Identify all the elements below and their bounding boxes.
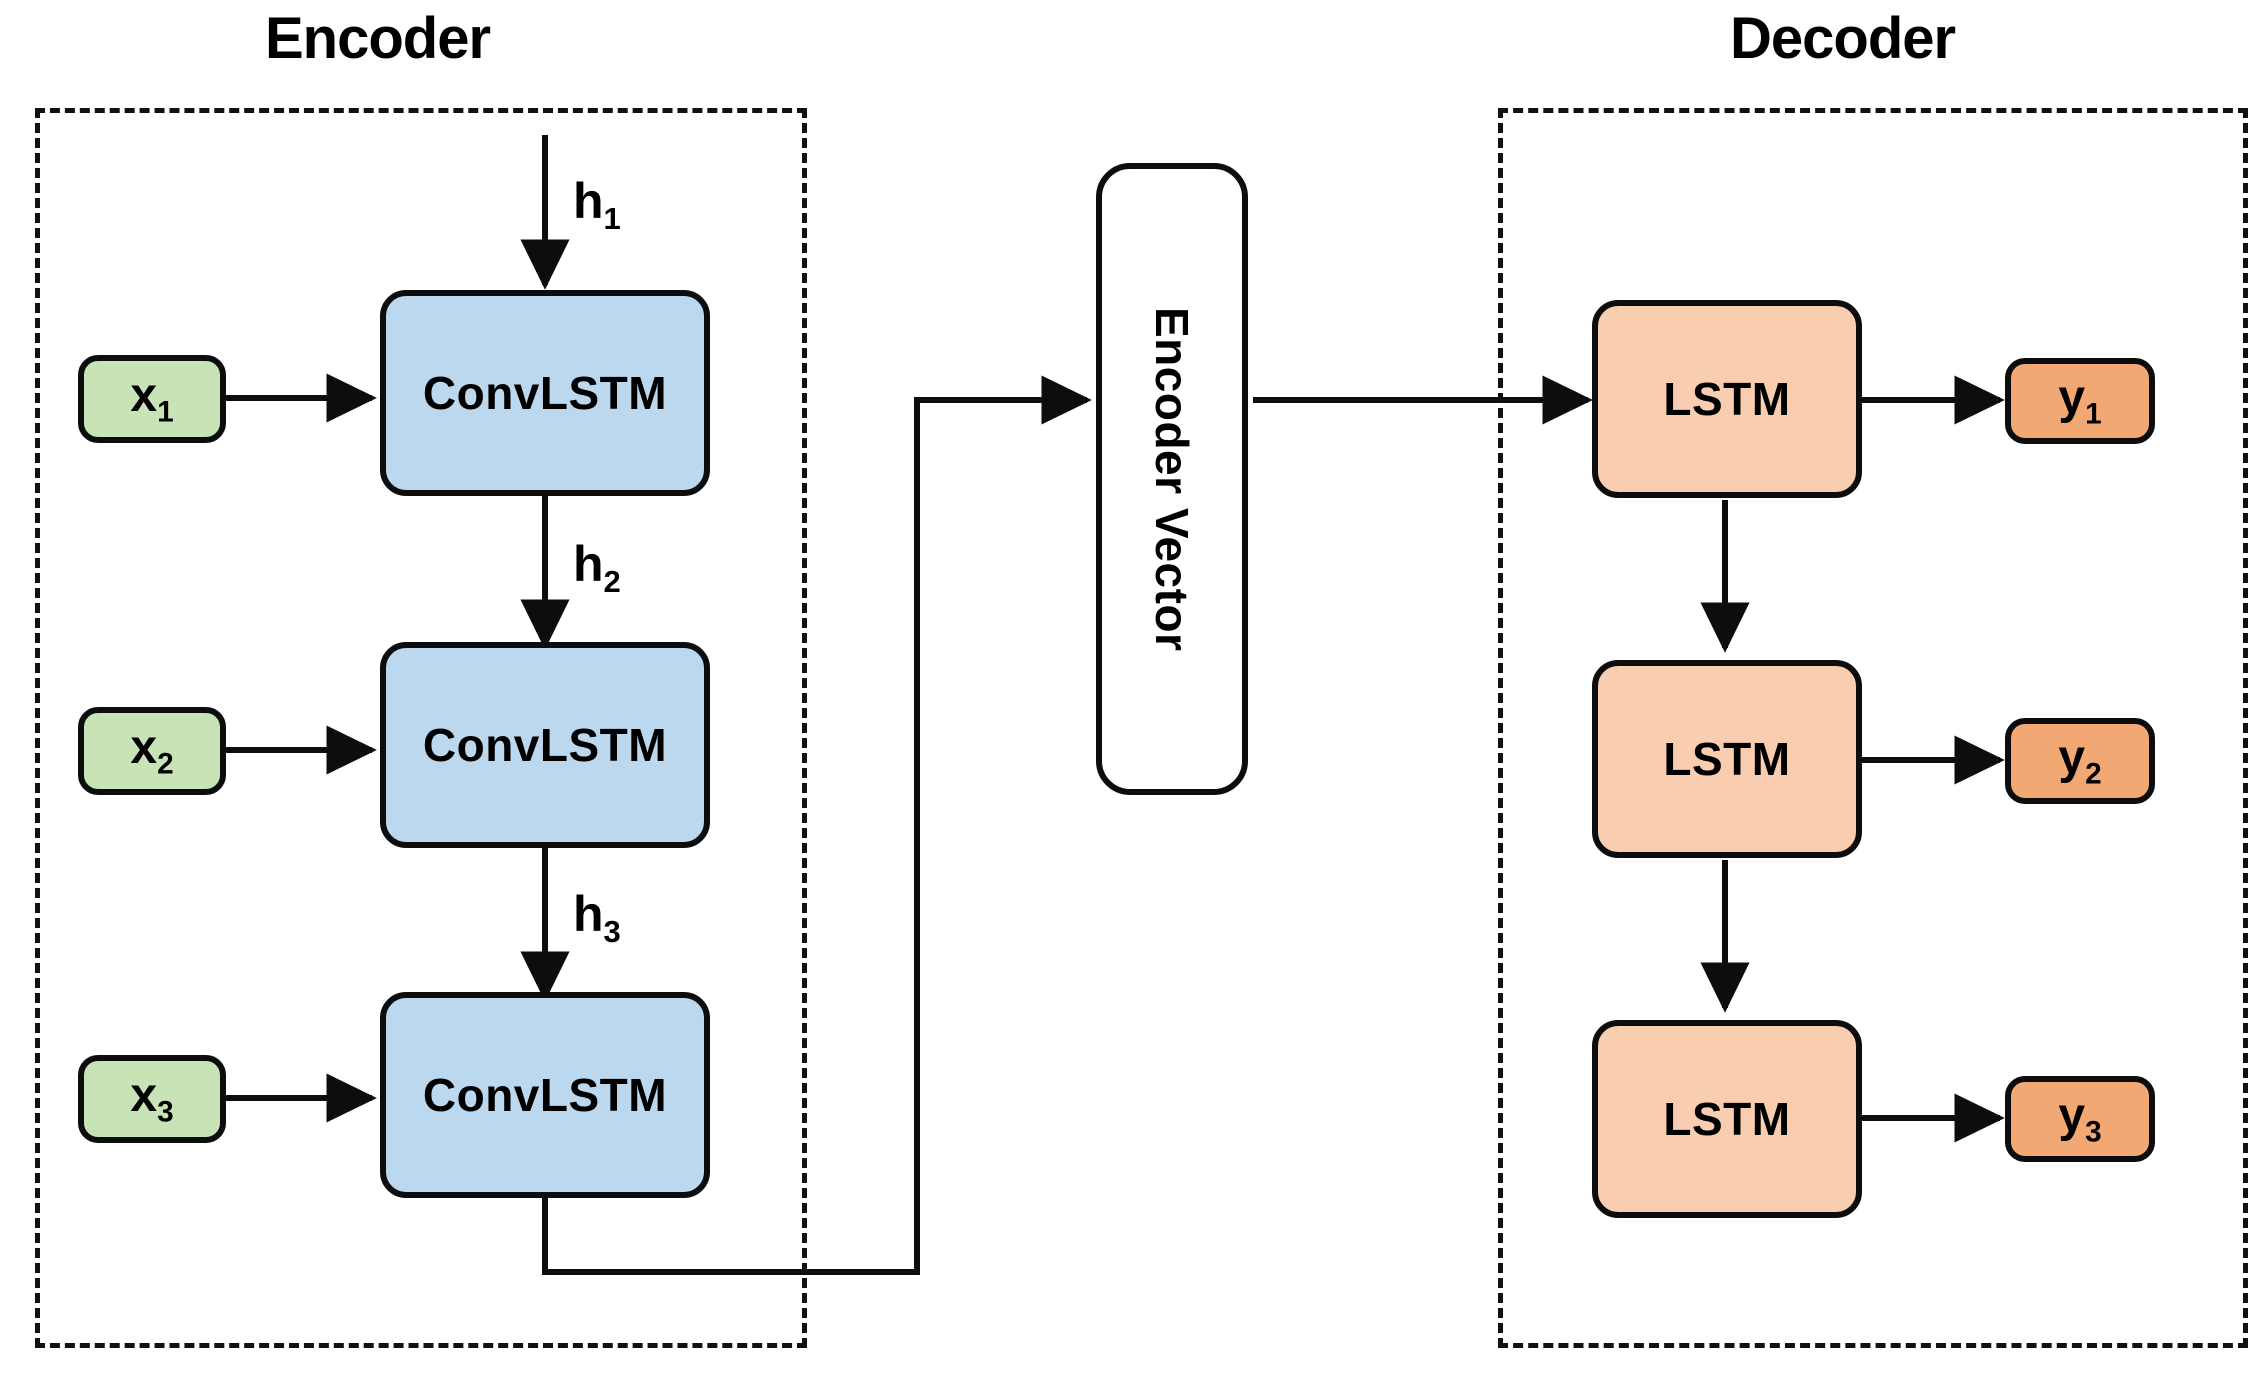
encoder-title: Encoder bbox=[265, 6, 491, 71]
input-box-x2[interactable]: x2 bbox=[78, 707, 226, 795]
input-box-x1[interactable]: x1 bbox=[78, 355, 226, 443]
encoder-cell-2[interactable]: ConvLSTM bbox=[380, 642, 710, 848]
hidden-state-label-h2: h2 bbox=[573, 536, 621, 599]
output-y1-label: y1 bbox=[2058, 371, 2102, 431]
output-y2-label: y2 bbox=[2058, 731, 2102, 791]
output-box-y2[interactable]: y2 bbox=[2005, 718, 2155, 804]
output-y3-label: y3 bbox=[2058, 1089, 2102, 1149]
hidden-state-label-h3: h3 bbox=[573, 886, 621, 949]
encoder-cell-3[interactable]: ConvLSTM bbox=[380, 992, 710, 1198]
encoder-cell-1[interactable]: ConvLSTM bbox=[380, 290, 710, 496]
encoder-vector-label: Encoder Vector bbox=[1146, 306, 1198, 652]
decoder-cell-2[interactable]: LSTM bbox=[1592, 660, 1862, 858]
encoder-group-box bbox=[35, 108, 807, 1348]
decoder-cell-3[interactable]: LSTM bbox=[1592, 1020, 1862, 1218]
hidden-state-label-h1: h1 bbox=[573, 173, 621, 236]
encoder-vector-box[interactable]: Encoder Vector bbox=[1096, 163, 1248, 795]
input-x3-label: x3 bbox=[130, 1069, 174, 1129]
input-x1-label: x1 bbox=[130, 369, 174, 429]
decoder-title: Decoder bbox=[1730, 6, 1956, 71]
output-box-y3[interactable]: y3 bbox=[2005, 1076, 2155, 1162]
output-box-y1[interactable]: y1 bbox=[2005, 358, 2155, 444]
input-box-x3[interactable]: x3 bbox=[78, 1055, 226, 1143]
decoder-group-box bbox=[1498, 108, 2248, 1348]
decoder-cell-1[interactable]: LSTM bbox=[1592, 300, 1862, 498]
input-x2-label: x2 bbox=[130, 721, 174, 781]
